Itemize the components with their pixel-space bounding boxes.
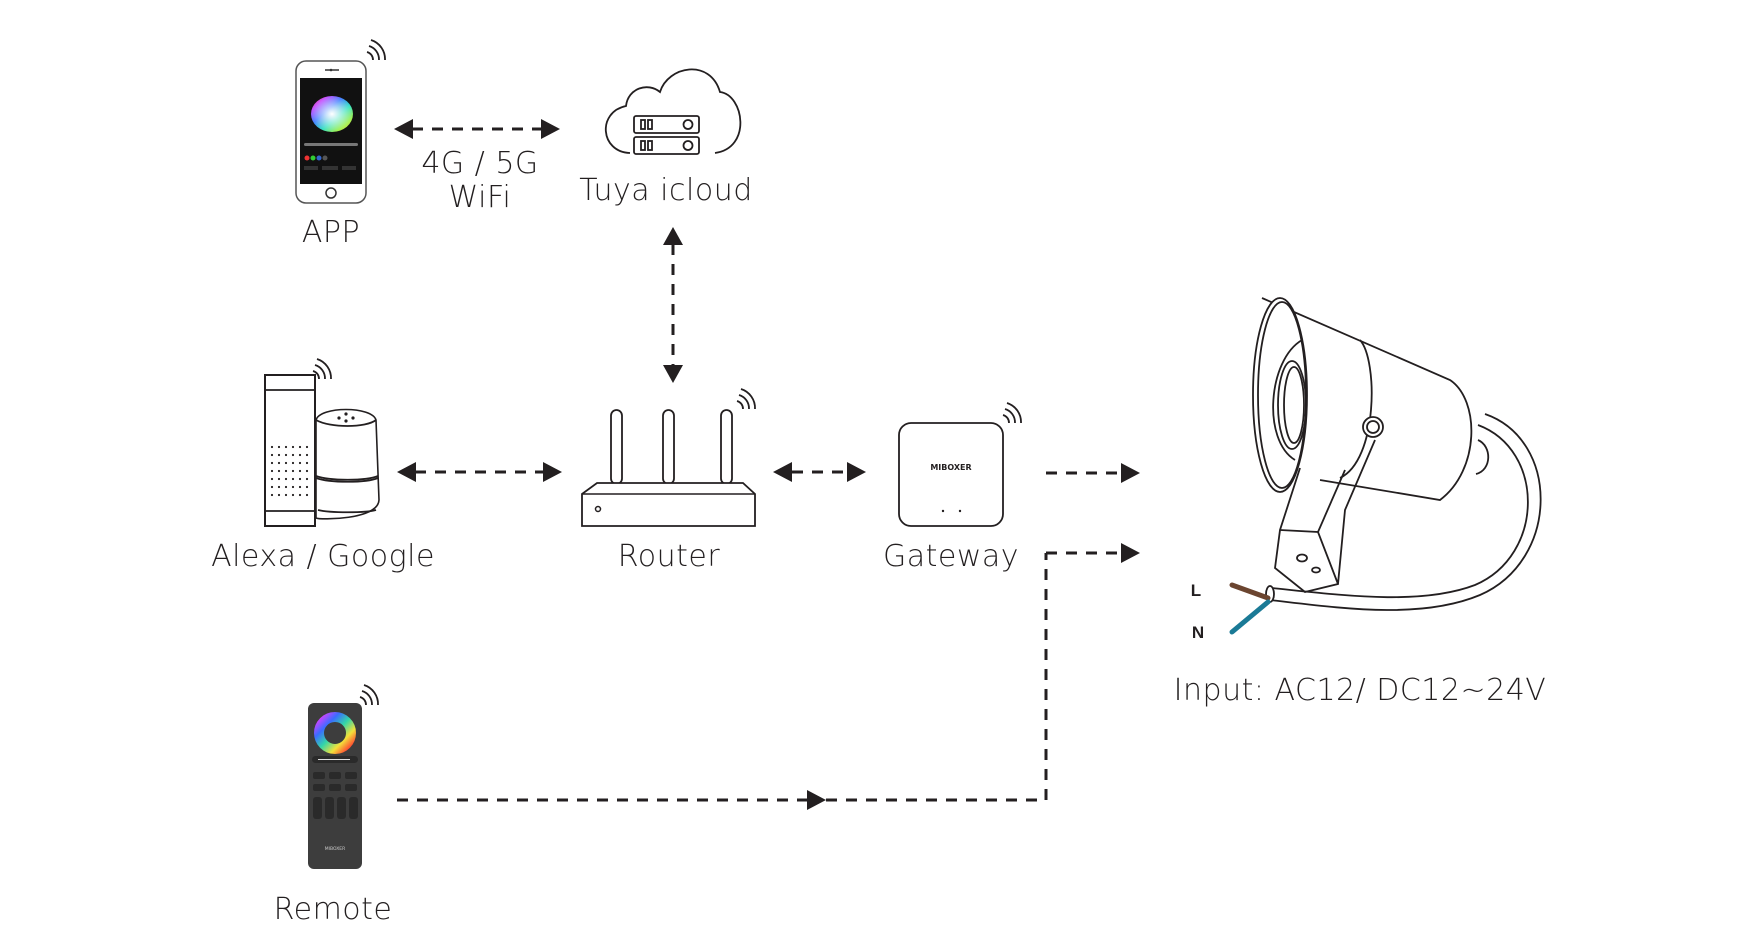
- router-node: Router: [581, 388, 756, 574]
- remote-label: Remote: [274, 892, 393, 927]
- wifi-signal-icon: [312, 358, 332, 380]
- speaker-grille-dot: [291, 469, 295, 473]
- wifi-signal-icon: [1002, 402, 1022, 424]
- gateway-label: Gateway: [883, 539, 1019, 574]
- speaker-grille-dot: [305, 493, 309, 497]
- speaker-grille-dot: [270, 445, 274, 449]
- speaker-grille-dot: [277, 445, 281, 449]
- speaker-grille-dot: [305, 453, 309, 457]
- speaker-grille-dot: [284, 445, 288, 449]
- cloud-server-icon: [604, 68, 742, 155]
- voice-assistant-node: Alexa / Google: [211, 358, 435, 574]
- gateway-brand: MIBOXER: [930, 463, 971, 472]
- speaker-grille-dot: [298, 453, 302, 457]
- speaker-grille-dot: [270, 453, 274, 457]
- app-cloud-arrow: [394, 119, 560, 139]
- speaker-grille-dot: [270, 477, 274, 481]
- speaker-grille-dot: [305, 485, 309, 489]
- speaker-grille-dot: [284, 461, 288, 465]
- neutral-wire: [1229, 599, 1271, 635]
- gateway-icon: MIBOXER: [898, 422, 1004, 527]
- remote-brand: MIBOXER: [325, 846, 346, 852]
- speaker-grille-dot: [298, 445, 302, 449]
- lamp-node: L N Input: AC12/ DC12~24V: [1174, 297, 1547, 708]
- speaker-grille-dot: [305, 461, 309, 465]
- speaker-grille-dot: [291, 485, 295, 489]
- speaker-grille-dot: [270, 461, 274, 465]
- lamp-input-label: Input: AC12/ DC12~24V: [1174, 673, 1547, 708]
- speaker-grille-dot: [291, 493, 295, 497]
- wifi-signal-icon: [366, 39, 386, 61]
- connection-label-line1: 4G / 5G: [421, 146, 538, 181]
- speaker-grille-dot: [284, 469, 288, 473]
- router-label: Router: [618, 539, 721, 574]
- speaker-grille-dot: [284, 477, 288, 481]
- speaker-grille-dot: [298, 461, 302, 465]
- speaker-grille-dot: [298, 493, 302, 497]
- cloud-node: Tuya icloud: [579, 68, 753, 208]
- speaker-grille-dot: [277, 469, 281, 473]
- cloud-router-arrow: [663, 227, 683, 383]
- smart-speaker-icon: [264, 374, 380, 527]
- speaker-grille-dot: [284, 493, 288, 497]
- speaker-grille-dot: [305, 477, 309, 481]
- speaker-grille-dot: [270, 469, 274, 473]
- remote-lamp-arrow: [397, 543, 1140, 810]
- spotlight-icon: [1252, 297, 1542, 611]
- gateway-lamp-arrow: [1046, 463, 1140, 483]
- speaker-grille-dot: [270, 493, 274, 497]
- wifi-signal-icon: [359, 684, 379, 706]
- live-wire-label: L: [1191, 581, 1201, 600]
- speaker-grille-dot: [305, 469, 309, 473]
- voice-router-arrow: [397, 462, 562, 482]
- speaker-grille-dot: [284, 453, 288, 457]
- smartphone-icon: [295, 60, 367, 204]
- speaker-grille-dot: [298, 469, 302, 473]
- app-node: APP: [295, 39, 386, 250]
- speaker-grille-dot: [277, 453, 281, 457]
- speaker-grille-dot: [277, 493, 281, 497]
- speaker-grille-dot: [270, 485, 274, 489]
- speaker-grille-dot: [298, 477, 302, 481]
- neutral-wire-label: N: [1192, 623, 1204, 642]
- speaker-grille-dot: [291, 477, 295, 481]
- speaker-grille-dot: [277, 477, 281, 481]
- connection-label-line2: WiFi: [449, 180, 512, 215]
- speaker-grille-dot: [305, 445, 309, 449]
- app-label: APP: [302, 215, 360, 250]
- speaker-grille-dot: [291, 445, 295, 449]
- speaker-grille-dot: [284, 485, 288, 489]
- router-gateway-arrow: [773, 462, 866, 482]
- wifi-signal-icon: [736, 388, 756, 410]
- speaker-grille-dot: [291, 461, 295, 465]
- voice-assistant-label: Alexa / Google: [211, 539, 435, 574]
- remote-node: MIBOXER Remote: [274, 684, 393, 927]
- remote-control-icon: MIBOXER: [308, 703, 362, 869]
- speaker-grille-dot: [298, 485, 302, 489]
- speaker-grille-dot: [277, 461, 281, 465]
- speaker-grille-dot: [277, 485, 281, 489]
- speaker-grille-dot: [291, 453, 295, 457]
- router-icon: [581, 409, 756, 527]
- cloud-label: Tuya icloud: [579, 173, 753, 208]
- gateway-node: MIBOXER Gateway: [883, 402, 1022, 574]
- live-wire: [1229, 582, 1271, 601]
